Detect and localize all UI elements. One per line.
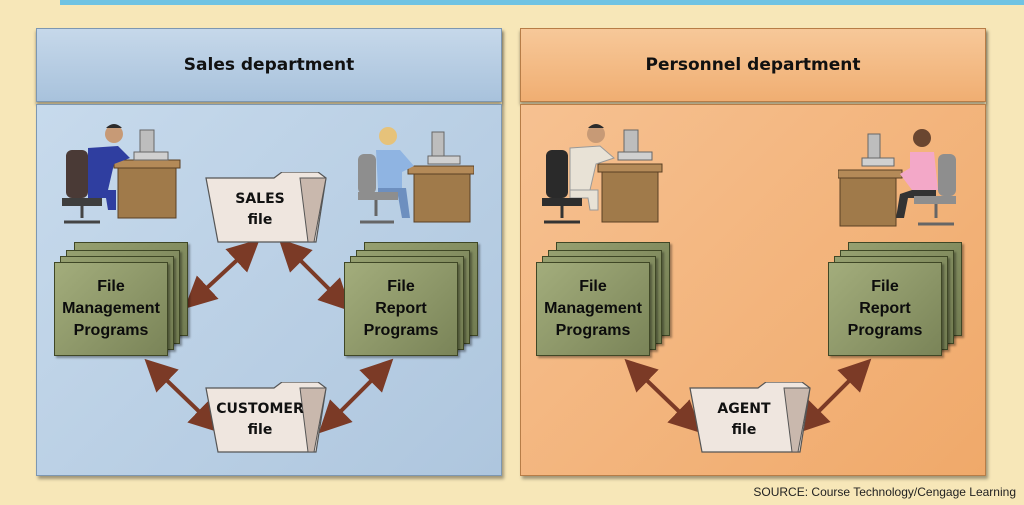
- program-label: Report: [859, 300, 911, 317]
- program-label: File: [579, 278, 607, 295]
- worker-at-desk-icon: [838, 129, 956, 227]
- personnel-department-panel: Personnel department: [520, 28, 986, 476]
- customer-file-folder: CUSTOMER file: [204, 382, 328, 454]
- personnel-department-title: Personnel department: [520, 28, 986, 102]
- program-label: File: [871, 278, 899, 295]
- file-label: CUSTOMER: [216, 401, 304, 417]
- double-arrow-icon: [318, 358, 394, 434]
- sales-department-title: Sales department: [36, 28, 502, 102]
- double-arrow-icon: [796, 358, 872, 434]
- agent-file-folder: AGENT file: [688, 382, 812, 454]
- top-accent-bar: [60, 0, 1024, 5]
- double-arrow-icon: [184, 239, 260, 309]
- double-arrow-icon: [624, 358, 702, 434]
- program-label: File: [97, 278, 125, 295]
- program-label: Management: [544, 300, 642, 317]
- sales-file-management-programs: File Management Programs: [54, 242, 194, 364]
- sales-file-folder: SALES file: [204, 172, 328, 244]
- personnel-file-report-programs: File Report Programs: [828, 242, 968, 364]
- worker-at-desk-icon: [358, 127, 474, 224]
- program-label: File: [387, 278, 415, 295]
- file-label: AGENT: [717, 401, 771, 417]
- worker-at-desk-icon: [62, 124, 181, 224]
- file-label: file: [247, 212, 273, 228]
- program-label: Programs: [555, 322, 631, 339]
- program-label: Programs: [847, 322, 923, 339]
- personnel-file-management-programs: File Management Programs: [536, 242, 676, 364]
- folder-icon: [689, 382, 811, 453]
- file-label: file: [731, 422, 757, 438]
- folder-icon: [205, 382, 327, 453]
- double-arrow-icon: [278, 238, 352, 312]
- source-caption: SOURCE: Course Technology/Cengage Learni…: [753, 485, 1016, 499]
- double-arrow-icon: [144, 358, 222, 434]
- sales-file-report-programs: File Report Programs: [344, 242, 484, 364]
- worker-at-desk-icon: [542, 124, 663, 224]
- program-label: Report: [375, 300, 427, 317]
- program-label: Management: [62, 300, 160, 317]
- program-label: Programs: [73, 322, 149, 339]
- file-label: file: [247, 422, 273, 438]
- folder-icon: [205, 172, 327, 243]
- file-label: SALES: [235, 191, 285, 207]
- program-label: Programs: [363, 322, 439, 339]
